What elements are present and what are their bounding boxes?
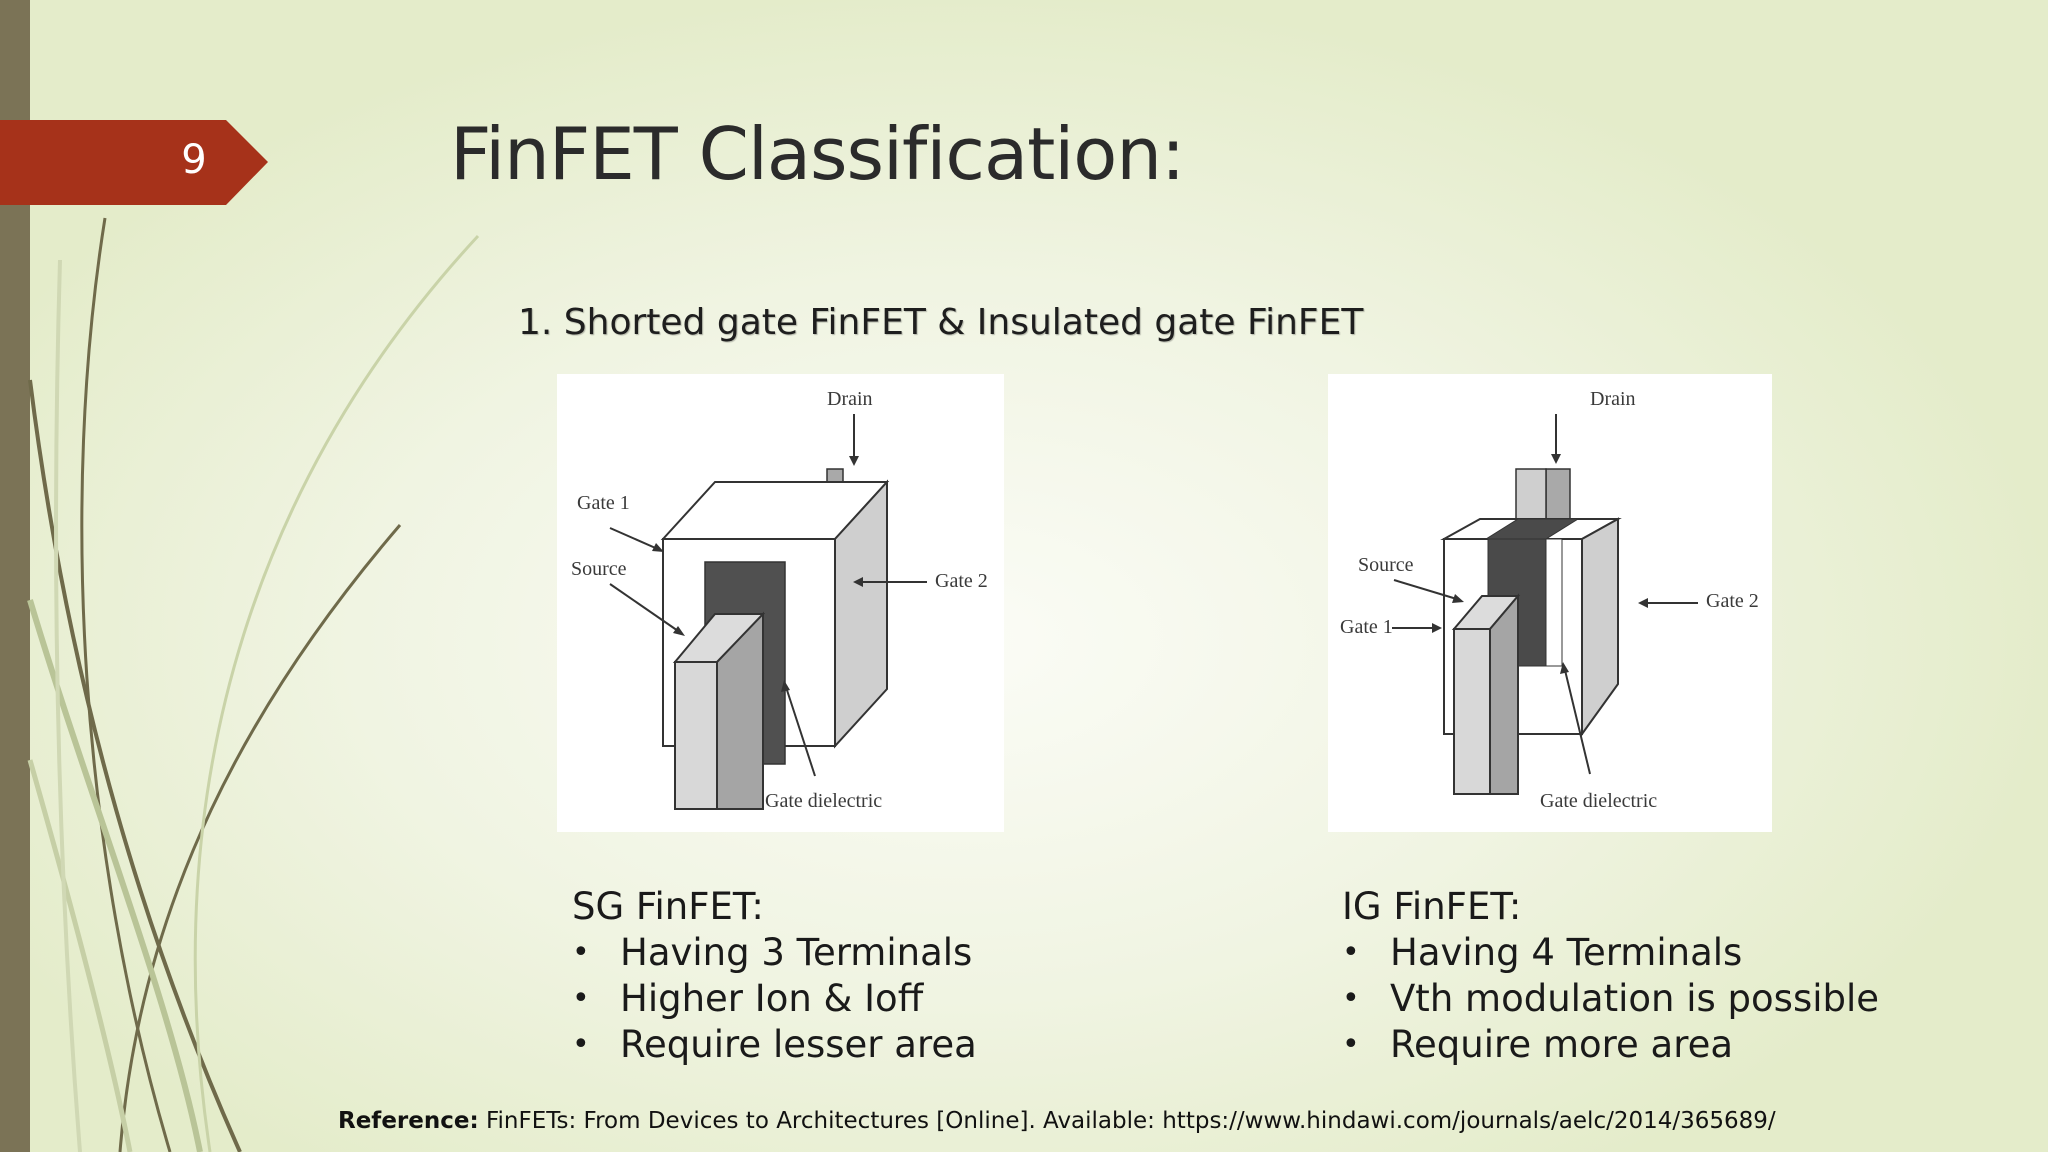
bullet-icon: • [572,981,590,1016]
ig-heading: IG FinFET: [1342,885,1522,928]
ig-label-dielectric: Gate dielectric [1540,790,1658,812]
bullet-icon: • [1342,1027,1360,1062]
ig-finfet-description: IG FinFET: • Having 4 Terminals • Vth modu… [1342,884,1879,1068]
ig-label-source: Source [1358,554,1414,576]
ig-label-gate1: Gate 1 [1340,616,1393,638]
slide-title: FinFET Classification: [450,112,1185,196]
ig-label-drain: Drain [1590,388,1636,410]
ig-finfet-figure: Drain Source Gate 1 Gate 2 Gate dielectr… [1328,374,1772,832]
sg-bullet-list: • Having 3 Terminals • Higher Ion & Ioff •… [572,930,977,1068]
bullet-text: Require lesser area [620,1023,977,1066]
sg-finfet-diagram [609,414,927,810]
bullet-text: Vth modulation is possible [1390,977,1880,1020]
bullet-text: Having 3 Terminals [620,931,973,974]
sg-finfet-figure: Drain Gate 1 Source Gate 2 Gate dielectr… [557,374,1004,832]
reference-note: Reference: FinFETs: From Devices to Arch… [338,1108,1776,1134]
slide-number: 9 [181,137,207,183]
decorative-curves [27,217,480,1152]
list-item: • Vth modulation is possible [1342,976,1879,1022]
bullet-text: Having 4 Terminals [1390,931,1743,974]
bullet-text: Higher Ion & Ioff [620,977,924,1020]
sg-label-gate1: Gate 1 [577,492,630,514]
bullet-icon: • [1342,935,1360,970]
list-item: • Require lesser area [572,1022,977,1068]
sg-label-drain: Drain [827,388,873,410]
sg-finfet-description: SG FinFET: • Having 3 Terminals • Higher I… [572,884,977,1068]
ig-bullet-list: • Having 4 Terminals • Vth modulation is p… [1342,930,1879,1068]
bullet-icon: • [572,935,590,970]
slide-number-tab [0,120,268,205]
list-item: • Require more area [1342,1022,1879,1068]
list-item: • Having 3 Terminals [572,930,977,976]
sg-label-source: Source [571,558,627,580]
reference-label: Reference: [338,1108,479,1134]
sg-heading: SG FinFET: [572,885,764,928]
slide-subtitle: 1. Shorted gate FinFET & Insulated gate … [518,302,1364,343]
sg-label-gate2: Gate 2 [935,570,988,592]
list-item: • Higher Ion & Ioff [572,976,977,1022]
sg-label-dielectric: Gate dielectric [765,790,883,812]
list-item: • Having 4 Terminals [1342,930,1879,976]
ig-label-gate2: Gate 2 [1706,590,1759,612]
bullet-icon: • [572,1027,590,1062]
reference-text: FinFETs: From Devices to Architectures [… [485,1108,1776,1134]
bullet-text: Require more area [1390,1023,1734,1066]
ig-finfet-diagram [1392,414,1698,795]
bullet-icon: • [1342,981,1360,1016]
